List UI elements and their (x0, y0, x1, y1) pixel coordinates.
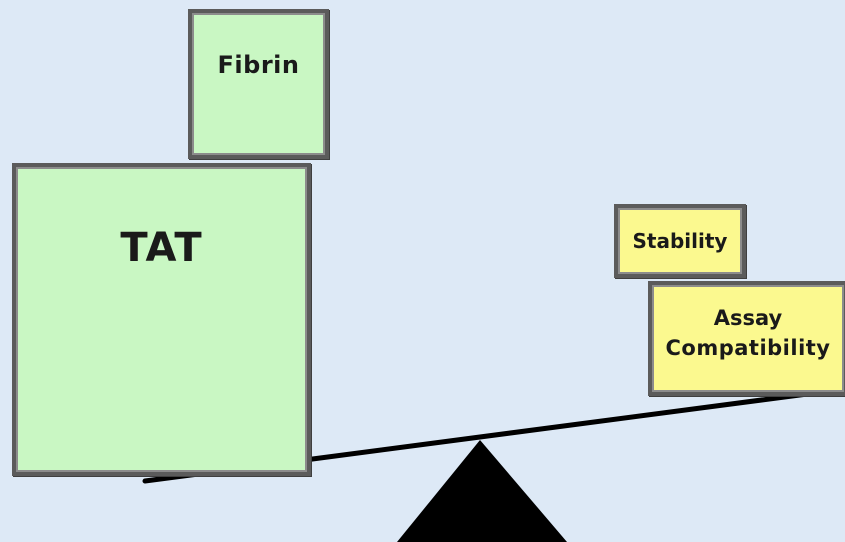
fibrin-block: Fibrin (188, 9, 329, 159)
stability-label: Stability (632, 229, 728, 253)
stability-block: Stability (614, 204, 746, 278)
tat-block: TAT (12, 163, 311, 476)
assay-label: Assay (713, 306, 783, 330)
compatibility-label: Compatibility (665, 336, 831, 360)
assay-compatibility-block: Assay Compatibility (648, 281, 845, 396)
fulcrum-triangle (397, 440, 567, 542)
fibrin-label: Fibrin (217, 51, 300, 79)
tat-label: TAT (120, 225, 203, 271)
